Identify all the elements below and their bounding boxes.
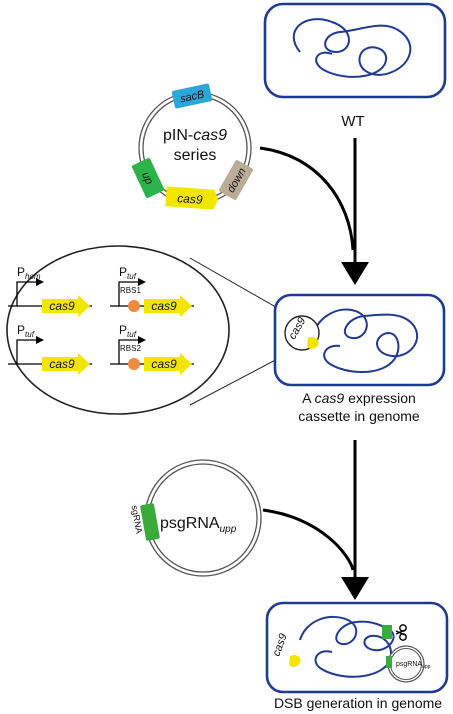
final-dna-loop <box>299 615 395 678</box>
arrow-plasmid1-curve <box>259 146 355 251</box>
cassette-label-line2: cassette in genome <box>298 408 420 424</box>
rbs-dot <box>128 300 140 312</box>
final-label: DSB generation in genome <box>274 695 442 711</box>
final-cas9-mark <box>289 654 301 668</box>
zoom-ellipse <box>6 245 230 415</box>
promoter-label: Ptuf <box>17 323 35 339</box>
plasmid1-name: pIN-cas9 <box>163 127 227 144</box>
cas9-gene-arrow <box>144 295 192 317</box>
promoter-arrow <box>16 336 44 364</box>
construct-3: Ptuf cas9 <box>8 323 92 375</box>
up-segment: up <box>131 158 165 198</box>
gene-label: cas9 <box>49 357 75 371</box>
arrow-plasmid2-curve <box>262 508 355 571</box>
final-plasmid-sgrna <box>386 656 392 668</box>
final-cell-border <box>265 601 449 694</box>
plasmid1-name-line2: series <box>174 147 217 164</box>
cas9-segment: cas9 <box>165 186 218 210</box>
cas9-gene-arrow <box>42 295 90 317</box>
cas9-segment-label: cas9 <box>177 191 204 207</box>
sgrna-segment <box>140 503 160 541</box>
construct-1: Phom cas9 <box>8 265 92 317</box>
cas9-gene-arrow <box>144 353 192 375</box>
cassette-dna-loop <box>311 308 419 373</box>
down-segment: down <box>219 160 253 200</box>
promoter-label: Phom <box>17 265 41 281</box>
wt-dna-loop <box>292 18 412 78</box>
sgrna-label: sgRNA <box>130 505 145 535</box>
final-cell: cas9 psgRNAupp DSB generation in genome <box>265 601 449 711</box>
final-sgrna-mark <box>382 625 392 639</box>
rbs-label: RBS2 <box>120 344 141 353</box>
wt-cell-border <box>263 2 447 99</box>
rbs-label: RBS1 <box>120 286 141 295</box>
up-label: up <box>139 170 155 186</box>
promoter-arrow <box>118 336 146 364</box>
sacb-segment: sacB <box>171 83 213 109</box>
scissors-icon <box>395 624 407 641</box>
promoter-arrow <box>16 278 44 306</box>
cassette-insert-mark <box>307 336 319 350</box>
plasmid-pin-cas9: sacB up cas9 down pIN-cas9 series <box>131 83 253 210</box>
gene-label: cas9 <box>151 357 177 371</box>
wt-cell: WT <box>263 2 447 130</box>
cas9-gene-arrow <box>42 353 90 375</box>
plasmid2-name: psgRNAupp <box>160 515 237 535</box>
arrow-head-2 <box>341 577 369 600</box>
arrow-head-1 <box>341 262 369 285</box>
sacb-label: sacB <box>179 89 205 106</box>
plasmid-psgrna: sgRNA psgRNAupp <box>130 459 262 577</box>
gene-label: cas9 <box>151 299 177 313</box>
gene-label: cas9 <box>49 299 75 313</box>
cassette-cell: cas9 A cas9 expression cassette in genom… <box>273 293 446 424</box>
wt-label: WT <box>341 113 364 130</box>
rbs-dot <box>128 358 140 370</box>
promoter-arrow <box>118 278 146 306</box>
cassette-label-line1: A cas9 expression <box>302 390 416 406</box>
promoter-label: Ptuf <box>119 323 137 339</box>
promoter-label: Ptuf <box>119 265 137 281</box>
final-plasmid-label: psgRNAupp <box>396 661 431 670</box>
zoom-panel <box>6 245 303 415</box>
